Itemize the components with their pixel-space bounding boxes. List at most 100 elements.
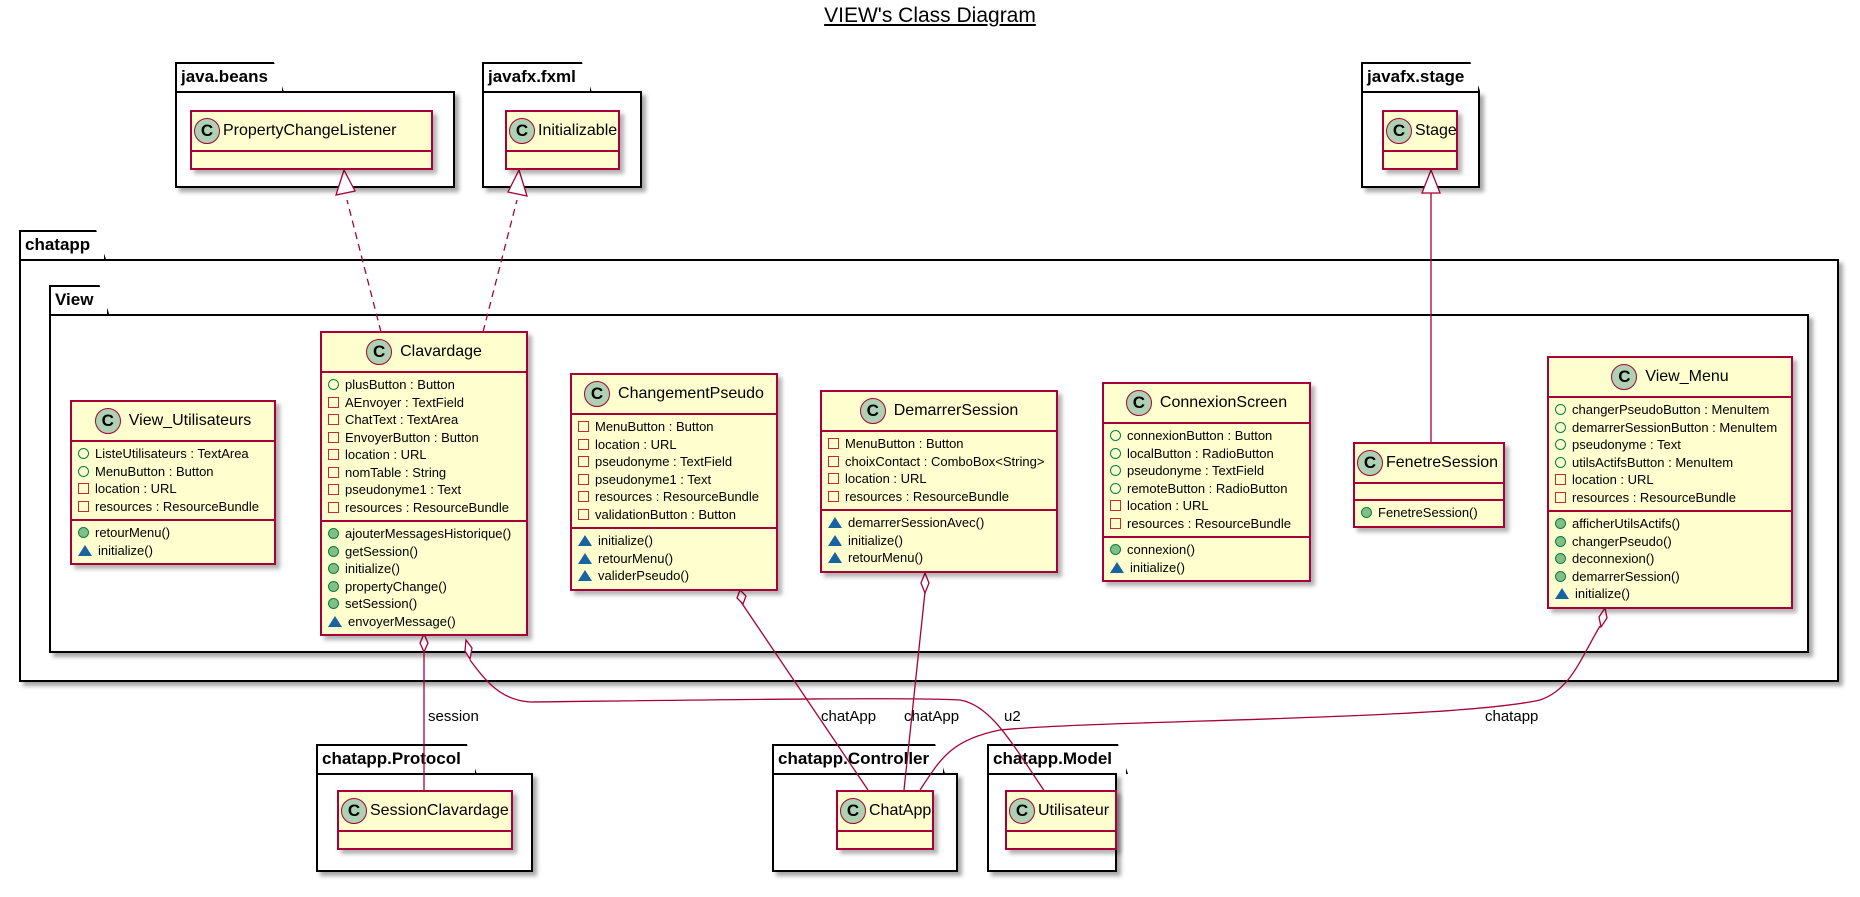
- class-badge-icon: C: [1386, 118, 1412, 144]
- member-text: initialize(): [98, 542, 153, 558]
- attribute-row[interactable]: demarrerSessionButton : MenuItem: [1555, 419, 1785, 437]
- member-text: afficherUtilsActifs(): [1572, 516, 1681, 532]
- attribute-row[interactable]: resources : ResourceBundle: [78, 498, 268, 516]
- member-text: ChatText : TextArea: [345, 412, 459, 428]
- method-row[interactable]: getSession(): [328, 543, 520, 561]
- member-text: propertyChange(): [345, 578, 447, 594]
- private-visibility-icon: [828, 455, 839, 467]
- method-row[interactable]: demarrerSession(): [1555, 568, 1785, 586]
- public-visibility-icon: [1555, 518, 1566, 530]
- method-row[interactable]: initialize(): [78, 542, 268, 560]
- public-visibility-icon: [1555, 570, 1566, 582]
- method-row[interactable]: envoyerMessage(): [328, 613, 520, 631]
- attribute-row[interactable]: MenuButton : Button: [578, 418, 770, 436]
- method-row[interactable]: changerPseudo(): [1555, 533, 1785, 551]
- attribute-row[interactable]: location : URL: [578, 436, 770, 454]
- attribute-row[interactable]: connexionButton : Button: [1110, 427, 1303, 445]
- attribute-row[interactable]: utilsActifsButton : MenuItem: [1555, 454, 1785, 472]
- method-row[interactable]: deconnexion(): [1555, 550, 1785, 568]
- attribute-row[interactable]: pseudonyme1 : Text: [328, 481, 520, 499]
- edge-label-chatapp: chatapp: [1485, 708, 1539, 725]
- method-row[interactable]: ajouterMessagesHistorique(): [328, 525, 520, 543]
- method-row[interactable]: retourMenu(): [78, 524, 268, 542]
- attribute-row[interactable]: location : URL: [78, 480, 268, 498]
- attribute-row[interactable]: location : URL: [828, 470, 1050, 488]
- attribute-row[interactable]: choixContact : ComboBox<String>: [828, 453, 1050, 471]
- member-text: location : URL: [595, 436, 677, 452]
- attribute-row[interactable]: location : URL: [1110, 497, 1303, 515]
- attribute-row[interactable]: pseudonyme : TextField: [578, 453, 770, 471]
- public-visibility-icon: [78, 465, 89, 477]
- attribute-row[interactable]: MenuButton : Button: [828, 435, 1050, 453]
- public-visibility-icon: [1110, 447, 1121, 459]
- attribute-row[interactable]: remoteButton : RadioButton: [1110, 480, 1303, 498]
- method-row[interactable]: FenetreSession(): [1361, 504, 1497, 522]
- public-visibility-icon: [1555, 421, 1566, 433]
- method-row[interactable]: initialize(): [1555, 585, 1785, 603]
- attribute-row[interactable]: nomTable : String: [328, 464, 520, 482]
- member-text: location : URL: [1572, 472, 1654, 488]
- private-visibility-icon: [1110, 500, 1121, 512]
- method-row[interactable]: setSession(): [328, 595, 520, 613]
- attribute-row[interactable]: pseudonyme1 : Text: [578, 471, 770, 489]
- method-row[interactable]: initialize(): [328, 560, 520, 578]
- member-text: pseudonyme1 : Text: [345, 482, 462, 498]
- member-text: initialize(): [848, 532, 903, 548]
- package-visibility-icon: [828, 517, 842, 529]
- method-row[interactable]: retourMenu(): [828, 549, 1050, 567]
- member-text: MenuButton : Button: [595, 419, 714, 435]
- method-row[interactable]: validerPseudo(): [578, 567, 770, 585]
- method-row[interactable]: retourMenu(): [578, 550, 770, 568]
- attribute-row[interactable]: resources : ResourceBundle: [578, 488, 770, 506]
- class-name: SessionClavardage: [370, 802, 509, 819]
- attribute-row[interactable]: resources : ResourceBundle: [328, 499, 520, 517]
- member-text: pseudonyme1 : Text: [595, 471, 712, 487]
- aggregation-diamond: [464, 638, 473, 661]
- attribute-row[interactable]: AEnvoyer : TextField: [328, 394, 520, 412]
- method-row[interactable]: initialize(): [828, 532, 1050, 550]
- attribute-row[interactable]: pseudonyme : Text: [1555, 436, 1785, 454]
- attribute-row[interactable]: MenuButton : Button: [78, 463, 268, 481]
- attribute-row[interactable]: resources : ResourceBundle: [828, 488, 1050, 506]
- class-badge-icon: C: [509, 118, 535, 144]
- attribute-row[interactable]: validationButton : Button: [578, 506, 770, 524]
- attribute-row[interactable]: pseudonyme : TextField: [1110, 462, 1303, 480]
- aggregation-diamond: [419, 632, 429, 654]
- attribute-row[interactable]: ChatText : TextArea: [328, 411, 520, 429]
- method-row[interactable]: demarrerSessionAvec(): [828, 514, 1050, 532]
- method-row[interactable]: propertyChange(): [328, 578, 520, 596]
- attribute-row[interactable]: plusButton : Button: [328, 376, 520, 394]
- attribute-row[interactable]: EnvoyerButton : Button: [328, 429, 520, 447]
- attribute-row[interactable]: changerPseudoButton : MenuItem: [1555, 401, 1785, 419]
- attribute-row[interactable]: resources : ResourceBundle: [1555, 489, 1785, 507]
- edge-label-chatapp-1: chatApp: [821, 708, 877, 725]
- attribute-row[interactable]: localButton : RadioButton: [1110, 445, 1303, 463]
- member-text: setSession(): [345, 596, 418, 612]
- attribute-row[interactable]: resources : ResourceBundle: [1110, 515, 1303, 533]
- member-text: ListeUtilisateurs : TextArea: [95, 446, 249, 462]
- method-row[interactable]: initialize(): [1110, 559, 1303, 577]
- attribute-row[interactable]: ListeUtilisateurs : TextArea: [78, 445, 268, 463]
- attribute-row[interactable]: location : URL: [1555, 471, 1785, 489]
- method-row[interactable]: connexion(): [1110, 541, 1303, 559]
- public-visibility-icon: [1555, 456, 1566, 468]
- method-row[interactable]: initialize(): [578, 532, 770, 550]
- attribute-row[interactable]: location : URL: [328, 446, 520, 464]
- method-row[interactable]: afficherUtilsActifs(): [1555, 515, 1785, 533]
- edge-label-u2: u2: [1004, 708, 1021, 725]
